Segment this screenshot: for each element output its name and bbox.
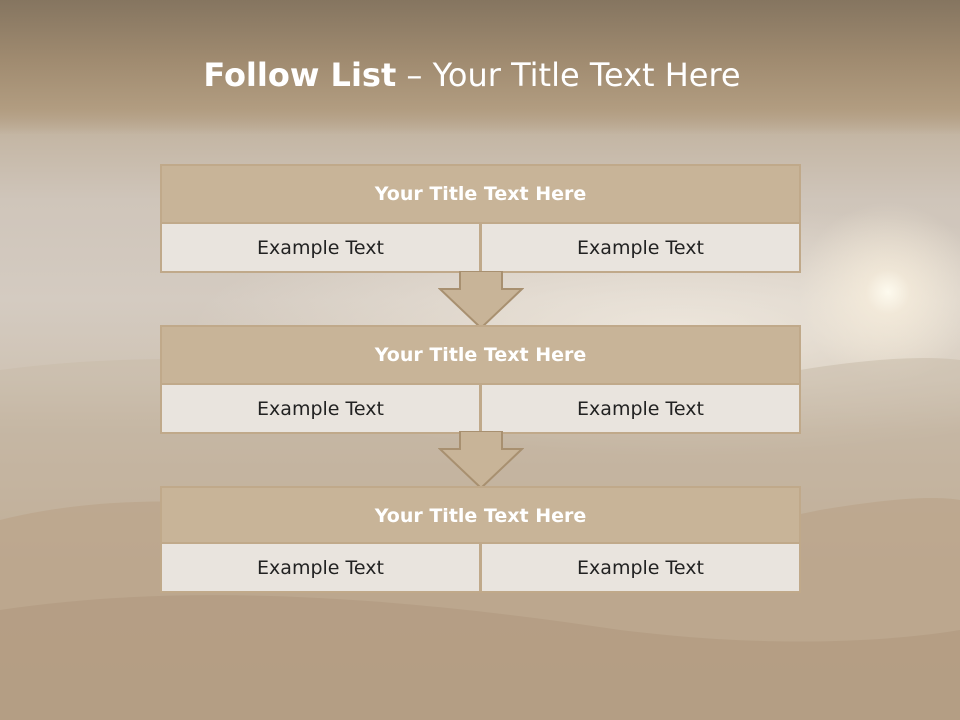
- page-title: Follow List – Your Title Text Here: [0, 56, 944, 94]
- down-arrow-icon: [438, 431, 524, 489]
- step-text-left: Example Text: [160, 222, 481, 273]
- title-rest: – Your Title Text Here: [406, 56, 741, 94]
- step-title: Your Title Text Here: [160, 486, 801, 546]
- title-bold: Follow List: [203, 56, 397, 94]
- step-text-right: Example Text: [480, 383, 801, 434]
- title-band: [0, 0, 960, 135]
- step-text-right: Example Text: [480, 542, 801, 593]
- step-block-1: Your Title Text Here Example Text Exampl…: [160, 164, 801, 273]
- step-title: Your Title Text Here: [160, 164, 801, 224]
- step-title: Your Title Text Here: [160, 325, 801, 385]
- step-block-2: Your Title Text Here Example Text Exampl…: [160, 325, 801, 434]
- down-arrow-icon: [438, 271, 524, 329]
- step-block-3: Your Title Text Here Example Text Exampl…: [160, 486, 801, 593]
- step-text-left: Example Text: [160, 383, 481, 434]
- step-text-right: Example Text: [480, 222, 801, 273]
- step-text-left: Example Text: [160, 542, 481, 593]
